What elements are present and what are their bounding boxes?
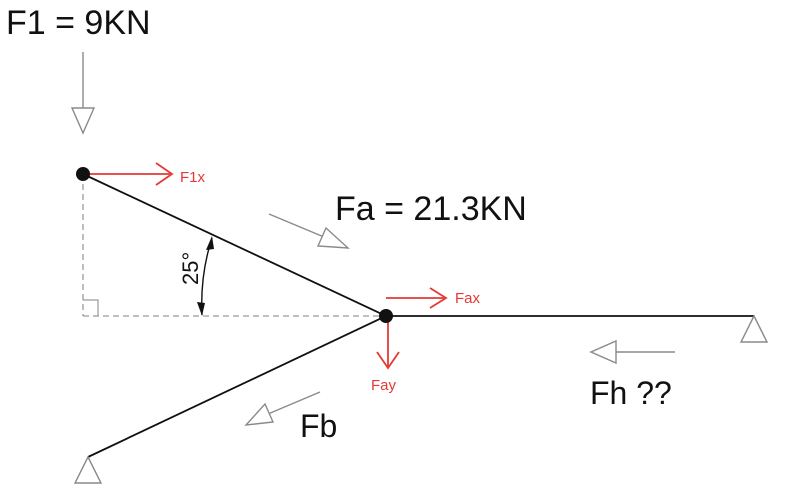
joint-top-left [76,167,90,181]
fb-arrow-head [244,402,275,426]
member-a [82,173,387,317]
f1-label: F1 = 9KN [6,4,151,42]
fax-arrow-head [429,287,448,309]
fh-label: Fh ?? [590,375,672,411]
joint-center [379,309,393,323]
fay-arrow-head [376,351,400,370]
fb-arrow-shaft [267,391,321,415]
fa-arrow-shaft [268,213,325,238]
fay-label: Fay [371,377,397,394]
support-triangle-right [739,314,769,343]
fa-label: Fa = 21.3KN [335,190,527,228]
f1x-arrow-head [155,162,174,186]
fa-arrow-head [316,226,350,249]
fh-arrow-head [589,339,617,365]
member-b [87,315,387,458]
angle-label: 25° [178,252,203,285]
angle-arc-arrowhead-bottom [197,302,205,316]
fb-label: Fb [300,408,337,444]
f1-arrow-head [70,107,96,135]
fax-label: Fax [455,290,481,307]
angle-arc-arrowhead-top [206,236,214,250]
right-angle-marker [83,299,99,316]
support-triangle-bottom [73,455,103,484]
f1x-label: F1x [180,169,206,186]
